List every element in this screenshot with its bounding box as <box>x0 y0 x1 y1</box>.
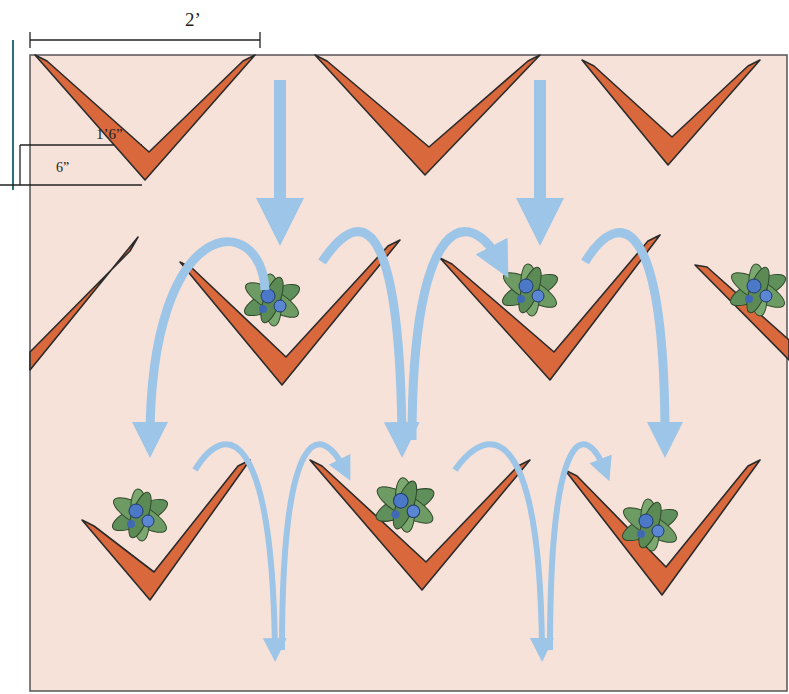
swale-v <box>180 240 400 385</box>
swale-v <box>582 60 760 165</box>
swale-v <box>30 237 138 370</box>
water-flow-arrows <box>150 80 665 650</box>
plants <box>109 263 789 551</box>
dimension-label: 2’ <box>185 10 201 31</box>
swale-v <box>315 55 540 175</box>
swale-v <box>310 460 530 590</box>
swale-v <box>440 235 660 380</box>
dimension-lines <box>0 32 260 185</box>
swale-shapes <box>30 55 789 600</box>
swale-v <box>82 460 250 600</box>
dimension-label: 1’6” <box>96 126 123 143</box>
dimension-label: 6” <box>56 160 69 175</box>
swale-v <box>35 55 255 180</box>
ground <box>30 55 787 691</box>
edge-line <box>12 40 14 190</box>
swale-v <box>565 460 760 595</box>
